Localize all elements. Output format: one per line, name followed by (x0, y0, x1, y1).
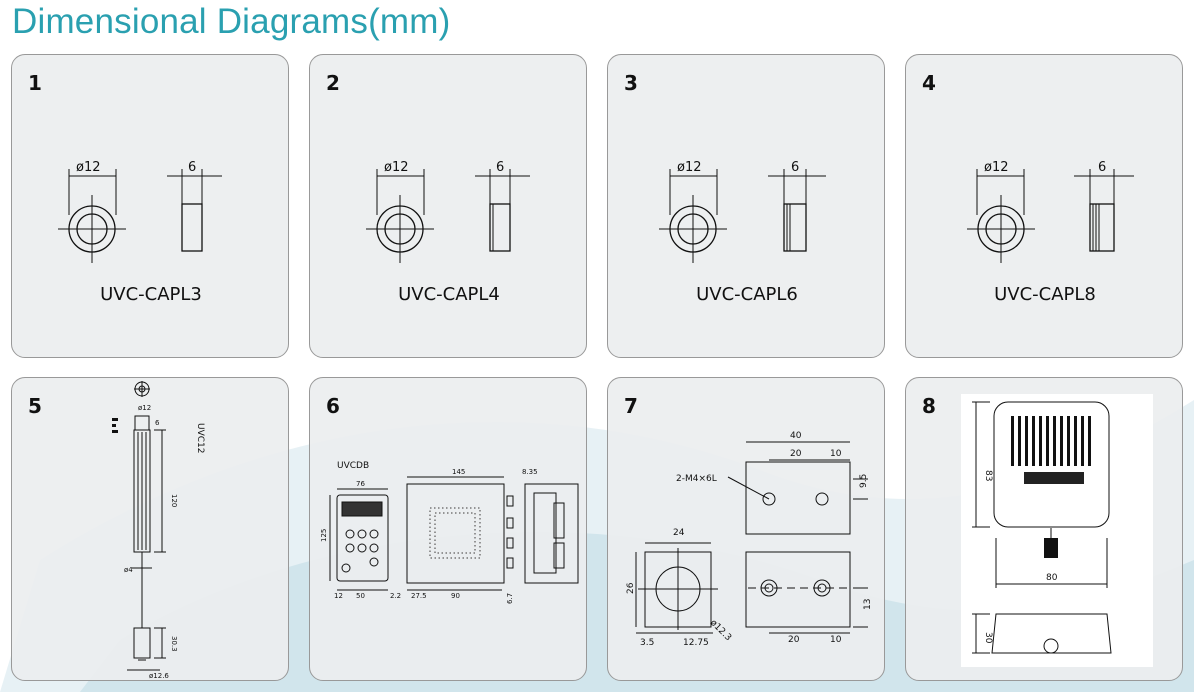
bore-diameter-label: ø12.3 (708, 618, 733, 643)
diameter-label: ø12 (76, 160, 101, 175)
holder-width-label: 24 (673, 528, 685, 538)
width-label: 6 (188, 160, 196, 175)
width-label: 76 (356, 480, 365, 488)
panel-number: 1 (28, 71, 42, 95)
cap-drawing: ø12 6 UVC-CAPL6 (659, 160, 826, 305)
diagram-panel-3: 3 ø12 6 UVC-CAPL6 (607, 54, 885, 358)
diameter-label: ø12 (138, 404, 151, 412)
length-label: 120 (170, 494, 178, 507)
diagram-panel-7: 7 40 20 10 9.5 24 26 3.5 12.7 (607, 377, 885, 681)
width-label: 40 (790, 431, 802, 441)
diagram-panel-5: 5 ø12 6 120 ø4 30.3 ø12.6 UVC12 (11, 377, 289, 681)
offset-label-3-5: 3.5 (640, 638, 654, 648)
base-hole-offset-label: 10 (830, 635, 842, 645)
panel-number: 4 (922, 71, 936, 95)
model-label: UVC-CAPL8 (994, 284, 1096, 305)
height-label: 125 (320, 529, 328, 542)
diameter-label: ø12 (384, 160, 409, 175)
width-label: 6 (1098, 160, 1106, 175)
page-title: Dimensional Diagrams(mm) (12, 2, 451, 41)
model-label: UVC-CAPL4 (398, 284, 500, 305)
panel-number: 2 (326, 71, 340, 95)
diagram-panel-2: 2 ø12 6 UVC-CAPL4 (309, 54, 587, 358)
diagram-panel-1: 1 ø12 6 UVC-CAPL3 (11, 54, 289, 358)
panel-number: 5 (28, 394, 42, 418)
foot-height-label: 6.7 (506, 593, 514, 604)
offset-label-12: 12 (334, 592, 343, 600)
diameter-label: ø12 (677, 160, 702, 175)
connector-offset-label: 8.35 (522, 468, 538, 476)
width-label: 6 (791, 160, 799, 175)
hole-offset-label: 10 (830, 449, 842, 459)
cable-diameter-label: ø4 (124, 566, 133, 574)
model-label: UVC-CAPL3 (100, 284, 202, 305)
width-label: 80 (1046, 573, 1058, 583)
hole-spacing-label: 20 (790, 449, 802, 459)
offset-label-27-5: 27.5 (411, 592, 427, 600)
power-supply-drawing: 83 80 30 (961, 394, 1153, 667)
panel-number: 3 (624, 71, 638, 95)
height-label: 83 (983, 470, 993, 481)
hole-height-label: 9.5 (859, 474, 869, 488)
depth-label: 30 (983, 632, 993, 644)
offset-label-2-2: 2.2 (390, 592, 401, 600)
width-label: 6 (496, 160, 504, 175)
cap-drawing: ø12 6 UVC-CAPL3 (58, 160, 222, 305)
base-hole-spacing-label: 20 (788, 635, 800, 645)
offset-label-50: 50 (356, 592, 365, 600)
plug-length-label: 30.3 (170, 636, 178, 652)
model-label: UVC12 (195, 423, 205, 453)
model-label: UVCDB (337, 461, 369, 471)
controller-drawing: UVCDB 76 145 8.35 125 12 50 (320, 461, 579, 604)
cap-drawing: ø12 6 UVC-CAPL4 (366, 160, 530, 305)
diagram-panel-4: 4 ø12 6 UVC-CAPL8 (905, 54, 1183, 358)
model-label: UVC-CAPL6 (696, 284, 798, 305)
lamp-drawing: ø12 6 120 ø4 30.3 ø12.6 UVC12 (112, 381, 205, 680)
holder-height-label: 26 (626, 582, 636, 594)
offset-label-12-75: 12.75 (683, 638, 709, 648)
thread-callout: 2-M4×6L (676, 474, 717, 484)
depth-label: 145 (452, 468, 465, 476)
plug-diameter-label: ø12.6 (149, 672, 169, 680)
diameter-label: ø12 (984, 160, 1009, 175)
panel-number: 6 (326, 394, 340, 418)
panel-number: 7 (624, 394, 638, 418)
base-height-label: 13 (863, 599, 873, 610)
panel-number: 8 (922, 394, 936, 418)
offset-label-90: 90 (451, 592, 460, 600)
diagram-panel-8: 8 83 80 30 (905, 377, 1183, 681)
diagram-panel-6: 6 UVCDB 76 145 8.35 125 12 (309, 377, 587, 681)
cap-width-label: 6 (155, 419, 160, 427)
mount-drawing: 40 20 10 9.5 24 26 3.5 12.75 ø12.3 13 20… (626, 431, 873, 648)
cap-drawing: ø12 6 UVC-CAPL8 (967, 160, 1134, 305)
